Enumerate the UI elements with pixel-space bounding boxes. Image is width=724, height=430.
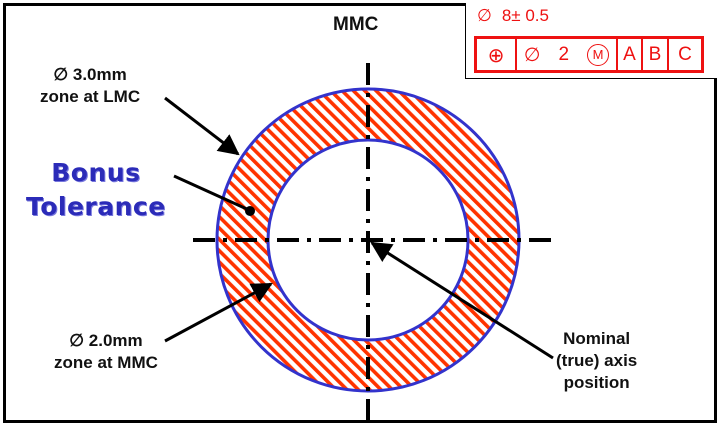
lmc-leader-arrow [164,96,240,156]
datum-b-cell: B [643,39,669,70]
true-axis-text: (true) axis [556,351,638,370]
mmc-title: MMC [333,14,379,35]
diameter-symbol-icon: ∅ [477,6,492,26]
bonus-leader-dot [245,206,255,216]
lmc-zone-text: zone at LMC [40,87,141,106]
mmc-zone-diameter: ∅ 2.0mm [69,331,143,350]
datum-c-cell: C [669,39,701,70]
datum-a: A [623,43,636,65]
datum-c: C [678,43,692,65]
mmc-zone-text: zone at MMC [54,353,158,372]
mmc-zone-label: ∅ 2.0mm zone at MMC [54,330,158,374]
position-symbol-cell: ⊕ [477,39,517,70]
lmc-zone-diameter: ∅ 3.0mm [53,65,127,84]
bonus-word: Bonus [51,158,141,187]
size-tolerance: ∅ 8± 0.5 [477,6,549,26]
position-symbol-icon: ⊕ [487,42,505,67]
datum-a-cell: A [618,39,643,70]
nominal-text: Nominal [563,329,631,348]
mmc-modifier-icon: M [587,43,610,66]
tolerance-cell: ∅ 2 M [517,39,618,70]
bonus-leader-line [173,174,250,212]
lmc-zone-label: ∅ 3.0mm zone at LMC [40,64,140,108]
feature-control-frame: ⊕ ∅ 2 M A B C [474,36,704,73]
datum-b: B [648,43,662,65]
bonus-tolerance-label: Bonus Tolerance [26,156,166,224]
nominal-leader-arrow [370,241,554,360]
nominal-axis-label: Nominal (true) axis position [556,328,637,394]
mmc-leader-arrow [164,282,273,343]
size-value: 8± 0.5 [501,6,549,25]
tolerance-diameter-icon: ∅ [523,43,541,66]
diagram-frame [3,3,717,423]
tolerance-word: Tolerance [26,192,166,221]
feature-control-frame-box [465,3,717,79]
position-text: position [563,373,630,392]
bonus-tolerance-zone [217,89,519,391]
tolerance-value: 2 [558,43,570,65]
